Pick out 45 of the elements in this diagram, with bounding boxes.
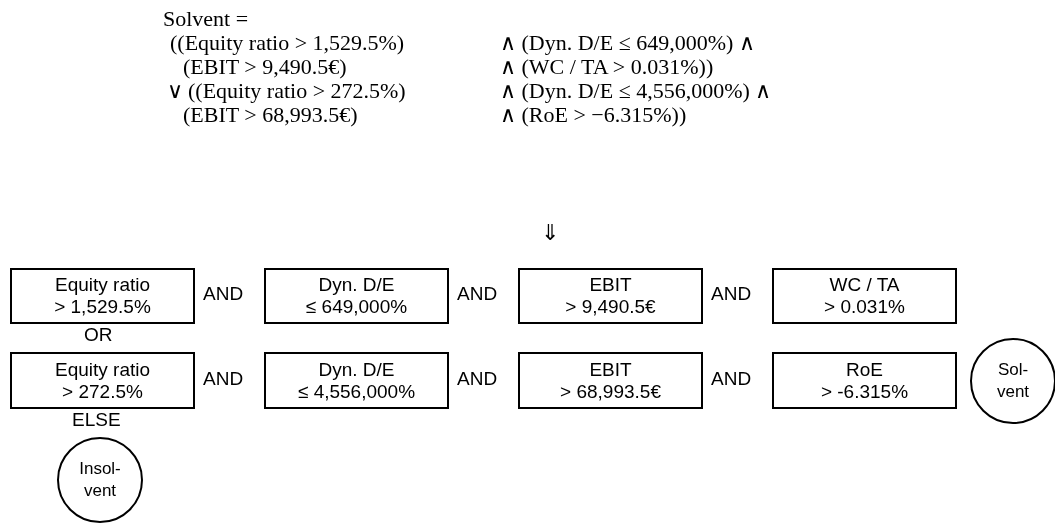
threshold-text: > 9,490.5€ xyxy=(565,296,656,318)
condition-box xyxy=(772,352,957,409)
operator-text: AND xyxy=(203,284,244,303)
operator-text: AND xyxy=(711,369,752,388)
formula-text: ((Equity ratio > 1,529.5%) xyxy=(170,32,405,54)
threshold-text: > -6.315% xyxy=(820,380,909,403)
condition-box xyxy=(10,268,195,324)
operator-text: AND xyxy=(457,369,498,388)
threshold-text: > 272.5% xyxy=(62,380,143,403)
implication-arrow: ⇓ xyxy=(541,222,559,244)
threshold-text: > 0.031% xyxy=(824,296,905,318)
condition-box xyxy=(772,268,957,324)
formula-text: ∧ (RoE > −6.315%)) xyxy=(500,104,687,126)
threshold-text: ≤ 4,556,000% xyxy=(297,380,416,403)
metric-name: Dyn. D/E xyxy=(318,274,395,296)
threshold-text: ≤ 649,000% xyxy=(305,296,408,318)
formula-text: ∧ (Dyn. D/E ≤ 4,556,000%) ∧ xyxy=(500,80,772,102)
condition-box xyxy=(10,352,195,409)
formula-text: ((Equity ratio > 272.5%) xyxy=(188,80,406,102)
condition-box xyxy=(518,352,703,409)
formula-text: Solvent = xyxy=(163,8,249,30)
metric-name: EBIT xyxy=(589,274,632,296)
condition-box xyxy=(264,268,449,324)
operator-text: AND xyxy=(457,284,498,303)
outcome-text: Insol- vent xyxy=(78,457,122,502)
condition-box xyxy=(264,352,449,409)
formula-text: (EBIT > 68,993.5€) xyxy=(183,104,358,126)
formula-text: ∧ (Dyn. D/E ≤ 649,000%) ∧ xyxy=(500,32,755,54)
operator-text: ELSE xyxy=(72,410,121,429)
metric-name: EBIT xyxy=(589,358,632,381)
metric-name: Equity ratio xyxy=(54,274,150,296)
operator-text: OR xyxy=(84,325,113,344)
operator-text: AND xyxy=(711,284,752,303)
outcome-text: Sol- vent xyxy=(995,358,1031,403)
operator-text: AND xyxy=(203,369,244,388)
metric-name: WC / TA xyxy=(829,274,900,296)
formula-text: ∧ (WC / TA > 0.031%)) xyxy=(500,56,714,78)
threshold-text: > 1,529.5% xyxy=(54,296,151,318)
metric-name: RoE xyxy=(846,358,883,381)
metric-name: Equity ratio xyxy=(54,358,150,381)
threshold-text: > 68,993.5€ xyxy=(560,380,661,403)
formula-text: (EBIT > 9,490.5€) xyxy=(183,56,347,78)
condition-box xyxy=(518,268,703,324)
operator-symbol: ∨ xyxy=(167,80,183,102)
metric-name: Dyn. D/E xyxy=(318,358,395,381)
